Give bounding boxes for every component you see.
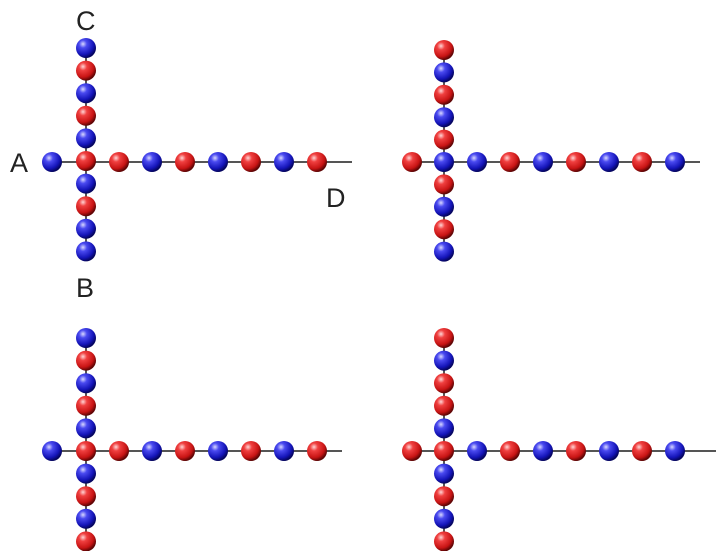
atom-blue bbox=[76, 509, 96, 529]
center-atom-red bbox=[76, 151, 96, 171]
atom-blue bbox=[467, 152, 487, 172]
atom-red bbox=[109, 152, 129, 172]
atom-red bbox=[76, 351, 96, 371]
atom-red bbox=[76, 531, 96, 551]
diagram-top-right bbox=[402, 40, 700, 262]
atom-red bbox=[175, 152, 195, 172]
atom-blue bbox=[434, 418, 454, 438]
atom-red bbox=[566, 152, 586, 172]
atom-red bbox=[76, 396, 96, 416]
atom-red bbox=[76, 196, 96, 216]
atom-blue bbox=[76, 328, 96, 348]
atom-red bbox=[76, 106, 96, 126]
atom-red bbox=[402, 441, 422, 461]
label-d: D bbox=[326, 183, 346, 213]
atom-blue bbox=[434, 152, 454, 172]
atom-blue bbox=[76, 464, 96, 484]
atom-blue bbox=[76, 128, 96, 148]
diagram-bottom-right bbox=[402, 328, 716, 551]
atom-blue bbox=[467, 441, 487, 461]
atom-red bbox=[434, 219, 454, 239]
atom-red bbox=[434, 85, 454, 105]
atom-red bbox=[434, 40, 454, 60]
atom-blue bbox=[42, 441, 62, 461]
atom-red bbox=[76, 61, 96, 81]
atom-blue bbox=[434, 242, 454, 262]
atom-blue bbox=[208, 152, 228, 172]
atom-blue bbox=[76, 174, 96, 194]
atom-blue bbox=[76, 83, 96, 103]
center-atom-red bbox=[434, 130, 454, 150]
diagram-top-left bbox=[42, 38, 352, 261]
atom-blue bbox=[434, 107, 454, 127]
atom-blue bbox=[665, 441, 685, 461]
center-atom-blue bbox=[76, 418, 96, 438]
atom-group bbox=[42, 38, 327, 261]
atom-blue bbox=[274, 152, 294, 172]
atom-red bbox=[632, 441, 652, 461]
atom-red bbox=[76, 441, 96, 461]
atom-red bbox=[76, 486, 96, 506]
atom-red bbox=[632, 152, 652, 172]
label-b: B bbox=[76, 273, 94, 303]
atom-red bbox=[500, 441, 520, 461]
atom-blue bbox=[76, 241, 96, 261]
center-atom-red bbox=[434, 396, 454, 416]
atom-red bbox=[307, 441, 327, 461]
label-c: C bbox=[76, 6, 96, 36]
atom-blue bbox=[76, 373, 96, 393]
atom-red bbox=[241, 152, 261, 172]
atom-red bbox=[434, 328, 454, 348]
atom-group bbox=[42, 328, 327, 551]
atom-red bbox=[402, 152, 422, 172]
atom-red bbox=[434, 486, 454, 506]
atom-blue bbox=[142, 441, 162, 461]
atom-blue bbox=[76, 38, 96, 58]
label-a: A bbox=[10, 148, 28, 178]
atom-red bbox=[307, 152, 327, 172]
atom-red bbox=[434, 373, 454, 393]
diagram-bottom-left bbox=[42, 328, 342, 551]
atom-blue bbox=[599, 152, 619, 172]
atom-red bbox=[175, 441, 195, 461]
atom-red bbox=[500, 152, 520, 172]
atom-red bbox=[109, 441, 129, 461]
atom-blue bbox=[274, 441, 294, 461]
atom-blue bbox=[76, 219, 96, 239]
atom-blue bbox=[434, 351, 454, 371]
atom-red bbox=[434, 174, 454, 194]
atom-red bbox=[434, 531, 454, 551]
atom-blue bbox=[434, 509, 454, 529]
atom-blue bbox=[434, 62, 454, 82]
atom-red bbox=[241, 441, 261, 461]
atom-blue bbox=[434, 197, 454, 217]
atom-blue bbox=[533, 441, 553, 461]
atom-blue bbox=[533, 152, 553, 172]
atom-blue bbox=[208, 441, 228, 461]
atom-red bbox=[434, 441, 454, 461]
atom-blue bbox=[434, 464, 454, 484]
atom-blue bbox=[42, 152, 62, 172]
atom-blue bbox=[665, 152, 685, 172]
atom-blue bbox=[142, 152, 162, 172]
atom-blue bbox=[599, 441, 619, 461]
atom-red bbox=[566, 441, 586, 461]
